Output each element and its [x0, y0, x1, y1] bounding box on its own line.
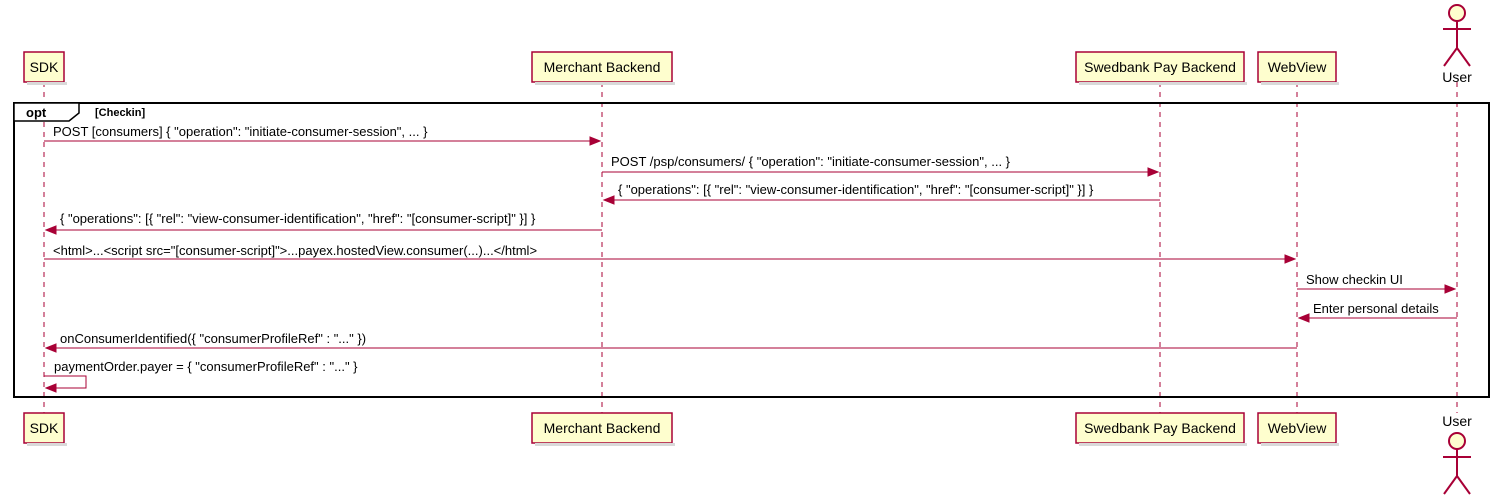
- user-actor-label: User: [1442, 69, 1472, 85]
- arrowhead: [1297, 313, 1310, 323]
- message-3: { "operations": [{ "rel": "view-consumer…: [602, 182, 1160, 205]
- user-actor-icon: [1443, 4, 1471, 67]
- participant-merchant-bottom: Merchant Backend: [531, 412, 675, 446]
- participant-sdk-top: SDK: [23, 51, 67, 85]
- self-message-line: [44, 375, 87, 389]
- user-actor-label: User: [1442, 413, 1472, 429]
- message-label: Show checkin UI: [1306, 272, 1403, 287]
- participant-shadow: [1079, 443, 1247, 446]
- participant-box: [1075, 51, 1245, 83]
- participants-bottom: SDK Merchant Backend Swedbank Pay Backend W…: [23, 412, 1472, 495]
- opt-frame-tab: [13, 102, 80, 122]
- participant-shadow: [1261, 82, 1339, 85]
- participant-box: [1075, 412, 1245, 444]
- message-5: <html>...<script src="[consumer-script]"…: [44, 243, 1297, 264]
- participant-label: Swedbank Pay Backend: [1084, 59, 1236, 75]
- participant-swedbank-top: Swedbank Pay Backend: [1075, 51, 1247, 85]
- participant-box: [23, 51, 65, 83]
- message-8: onConsumerIdentified({ "consumerProfileR…: [44, 331, 1297, 353]
- participant-label: WebView: [1268, 420, 1328, 436]
- arrowhead: [1284, 254, 1297, 264]
- user-actor-icon: [1443, 432, 1471, 495]
- participant-sdk-bottom: SDK: [23, 412, 67, 446]
- opt-frame: [13, 102, 1490, 398]
- arrowhead: [44, 383, 57, 393]
- participant-box: [1257, 412, 1337, 444]
- arrowhead: [602, 195, 615, 205]
- message-label: { "operations": [{ "rel": "view-consumer…: [60, 211, 536, 226]
- message-label: <html>...<script src="[consumer-script]"…: [53, 243, 537, 258]
- participant-webview-top: WebView: [1257, 51, 1339, 85]
- message-label: paymentOrder.payer = { "consumerProfileR…: [54, 359, 358, 374]
- message-label: Enter personal details: [1313, 301, 1439, 316]
- participants-top: SDK Merchant Backend Swedbank Pay Backend W…: [23, 4, 1472, 85]
- participant-shadow: [535, 443, 675, 446]
- opt-fragment-guard: [Checkin]: [95, 107, 145, 119]
- participant-label: Merchant Backend: [544, 59, 661, 75]
- message-2: POST /psp/consumers/ { "operation": "ini…: [602, 154, 1160, 177]
- message-label: onConsumerIdentified({ "consumerProfileR…: [60, 331, 366, 346]
- arrowhead: [1147, 167, 1160, 177]
- arrowhead: [589, 136, 602, 146]
- participant-label: Merchant Backend: [544, 420, 661, 436]
- opt-fragment: opt [Checkin]: [13, 102, 1490, 398]
- arrowhead: [44, 343, 57, 353]
- participant-label: SDK: [30, 420, 59, 436]
- arrowhead: [1444, 284, 1457, 294]
- message-4: { "operations": [{ "rel": "view-consumer…: [44, 211, 602, 235]
- participant-label: SDK: [30, 59, 59, 75]
- participant-shadow: [535, 82, 675, 85]
- participant-label: Swedbank Pay Backend: [1084, 420, 1236, 436]
- message-label: POST /psp/consumers/ { "operation": "ini…: [611, 154, 1011, 169]
- message-1: POST [consumers] { "operation": "initiat…: [44, 124, 602, 146]
- message-7: Enter personal details: [1297, 301, 1457, 323]
- message-label: POST [consumers] { "operation": "initiat…: [53, 124, 428, 139]
- participant-shadow: [1079, 82, 1247, 85]
- participant-merchant-top: Merchant Backend: [531, 51, 675, 85]
- participant-label: WebView: [1268, 59, 1328, 75]
- opt-fragment-type: opt: [26, 105, 47, 120]
- participant-shadow: [1261, 443, 1339, 446]
- participant-webview-bottom: WebView: [1257, 412, 1339, 446]
- participant-swedbank-bottom: Swedbank Pay Backend: [1075, 412, 1247, 446]
- participant-box: [23, 412, 65, 444]
- participant-box: [531, 412, 673, 444]
- messages: POST [consumers] { "operation": "initiat…: [44, 124, 1457, 393]
- message-label: { "operations": [{ "rel": "view-consumer…: [618, 182, 1094, 197]
- message-6: Show checkin UI: [1297, 272, 1457, 294]
- participant-shadow: [27, 443, 67, 446]
- arrowhead: [44, 225, 57, 235]
- message-9: paymentOrder.payer = { "consumerProfileR…: [44, 359, 358, 393]
- participant-shadow: [27, 82, 67, 85]
